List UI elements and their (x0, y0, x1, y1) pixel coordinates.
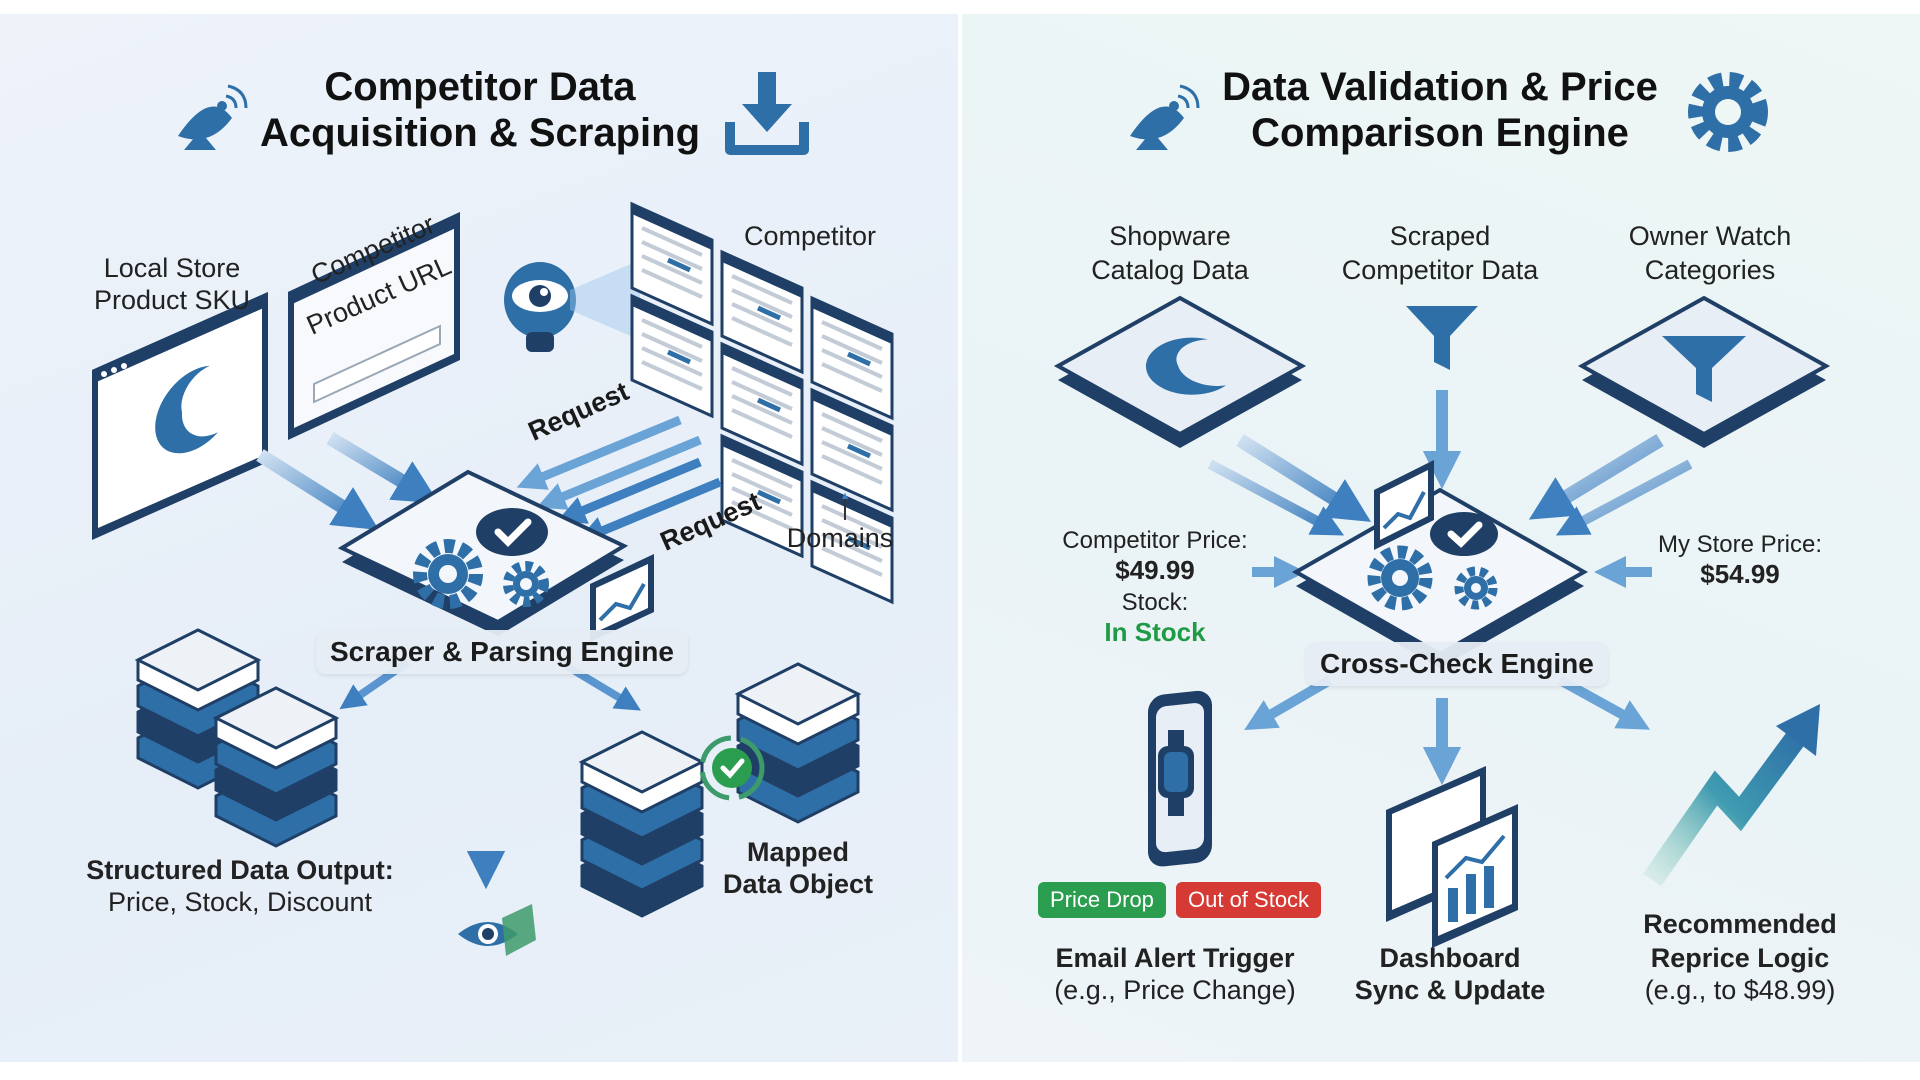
stock-value: In Stock (1104, 617, 1206, 647)
competitor-page-grid (630, 201, 894, 605)
scraped-label-line1: Scraped (1389, 221, 1491, 251)
smartwatch-icon (1148, 690, 1212, 867)
eye-camera-icon (504, 260, 640, 352)
shopware-label-line2: Catalog Data (1091, 255, 1249, 285)
trend-arrow-icon (1642, 704, 1820, 887)
competitor-page (630, 293, 714, 419)
competitor-page (720, 249, 804, 375)
reprice-line3: (e.g., to $48.99) (1644, 975, 1836, 1005)
local-sku-label-line2: Product SKU (93, 285, 251, 315)
competitor-page (720, 341, 804, 467)
domains-label: Domains (786, 523, 894, 553)
owner-label-line1: Owner Watch (1628, 221, 1792, 251)
eye-tag-icon (458, 904, 536, 956)
competitor-page (630, 201, 714, 327)
checkmark-icon (476, 508, 548, 556)
gear-icon (413, 539, 483, 609)
database-stacks (134, 628, 862, 918)
gear-icon (1367, 545, 1433, 611)
scraped-label-line2: Competitor Data (1341, 255, 1539, 285)
competitor-price-label: Competitor Price: (1062, 527, 1248, 554)
crosscheck-output-arrows (1244, 675, 1651, 786)
competitor-page (720, 433, 804, 559)
owner-label-line2: Categories (1644, 255, 1776, 285)
left-title-line2: Acquisition & Scraping (259, 111, 701, 155)
price-drop-tag: Price Drop (1038, 882, 1166, 918)
download-icon (725, 72, 809, 155)
gear-icon (503, 561, 549, 607)
gear-icon (1688, 72, 1768, 152)
scraper-engine-platform (337, 469, 629, 636)
input-arrows (256, 431, 440, 530)
out-of-stock-tag: Out of Stock (1176, 882, 1322, 918)
bar-chart-icon (1374, 460, 1434, 550)
reprice-line2: Reprice Logic (1650, 943, 1830, 973)
my-price-label: My Store Price: (1657, 531, 1823, 558)
sync-check-icon (699, 735, 765, 801)
competitor-price-value: $49.99 (1115, 555, 1195, 585)
stock-label: Stock: (1121, 589, 1189, 616)
right-title-line1: Data Validation & Price (1222, 65, 1658, 109)
gear-icon (1454, 566, 1498, 610)
satellite-dish-icon (1130, 84, 1200, 150)
satellite-dish-icon (178, 84, 248, 150)
shopware-label-line1: Shopware (1109, 221, 1231, 251)
scraper-engine-label: Scraper & Parsing Engine (316, 630, 688, 674)
mapped-object-line1: Mapped (746, 837, 849, 867)
database-icon (578, 730, 706, 918)
dashboard-line1: Dashboard (1379, 943, 1521, 973)
competitor-page (810, 295, 894, 421)
email-alert-line2: (e.g., Price Change) (1054, 975, 1296, 1005)
bar-chart-icon (590, 554, 654, 642)
funnel-icon (1662, 336, 1746, 402)
local-sku-label-line1: Local Store (103, 253, 241, 283)
funnel-icon (1406, 306, 1478, 370)
competitor-url-window (288, 212, 460, 440)
right-title-line2: Comparison Engine (1251, 111, 1629, 155)
competitor-label: Competitor (743, 221, 877, 251)
database-icon (212, 686, 340, 848)
database-icon (734, 662, 862, 824)
dashboard-line2: Sync & Update (1354, 975, 1546, 1005)
checkmark-icon (1430, 512, 1498, 556)
email-alert-line1: Email Alert Trigger (1055, 943, 1295, 973)
crosscheck-engine-platform (1291, 487, 1589, 668)
dashboard-icon (1386, 766, 1518, 948)
crosscheck-input-arrows (1207, 390, 1693, 589)
shopware-logo-icon (155, 365, 218, 454)
competitor-page (810, 387, 894, 513)
competitor-page (810, 479, 894, 605)
my-price-value: $54.99 (1700, 559, 1780, 589)
structured-output-line2: Price, Stock, Discount (107, 887, 373, 917)
crosscheck-engine-label: Cross-Check Engine (1306, 642, 1608, 686)
shopware-logo-icon (1145, 337, 1226, 395)
mapped-object-line2: Data Object (722, 869, 874, 899)
structured-output-line1: Structured Data Output: (86, 855, 394, 885)
request-arrows (516, 415, 849, 544)
reprice-line1: Recommended (1643, 909, 1837, 939)
left-title-line1: Competitor Data (324, 65, 636, 109)
